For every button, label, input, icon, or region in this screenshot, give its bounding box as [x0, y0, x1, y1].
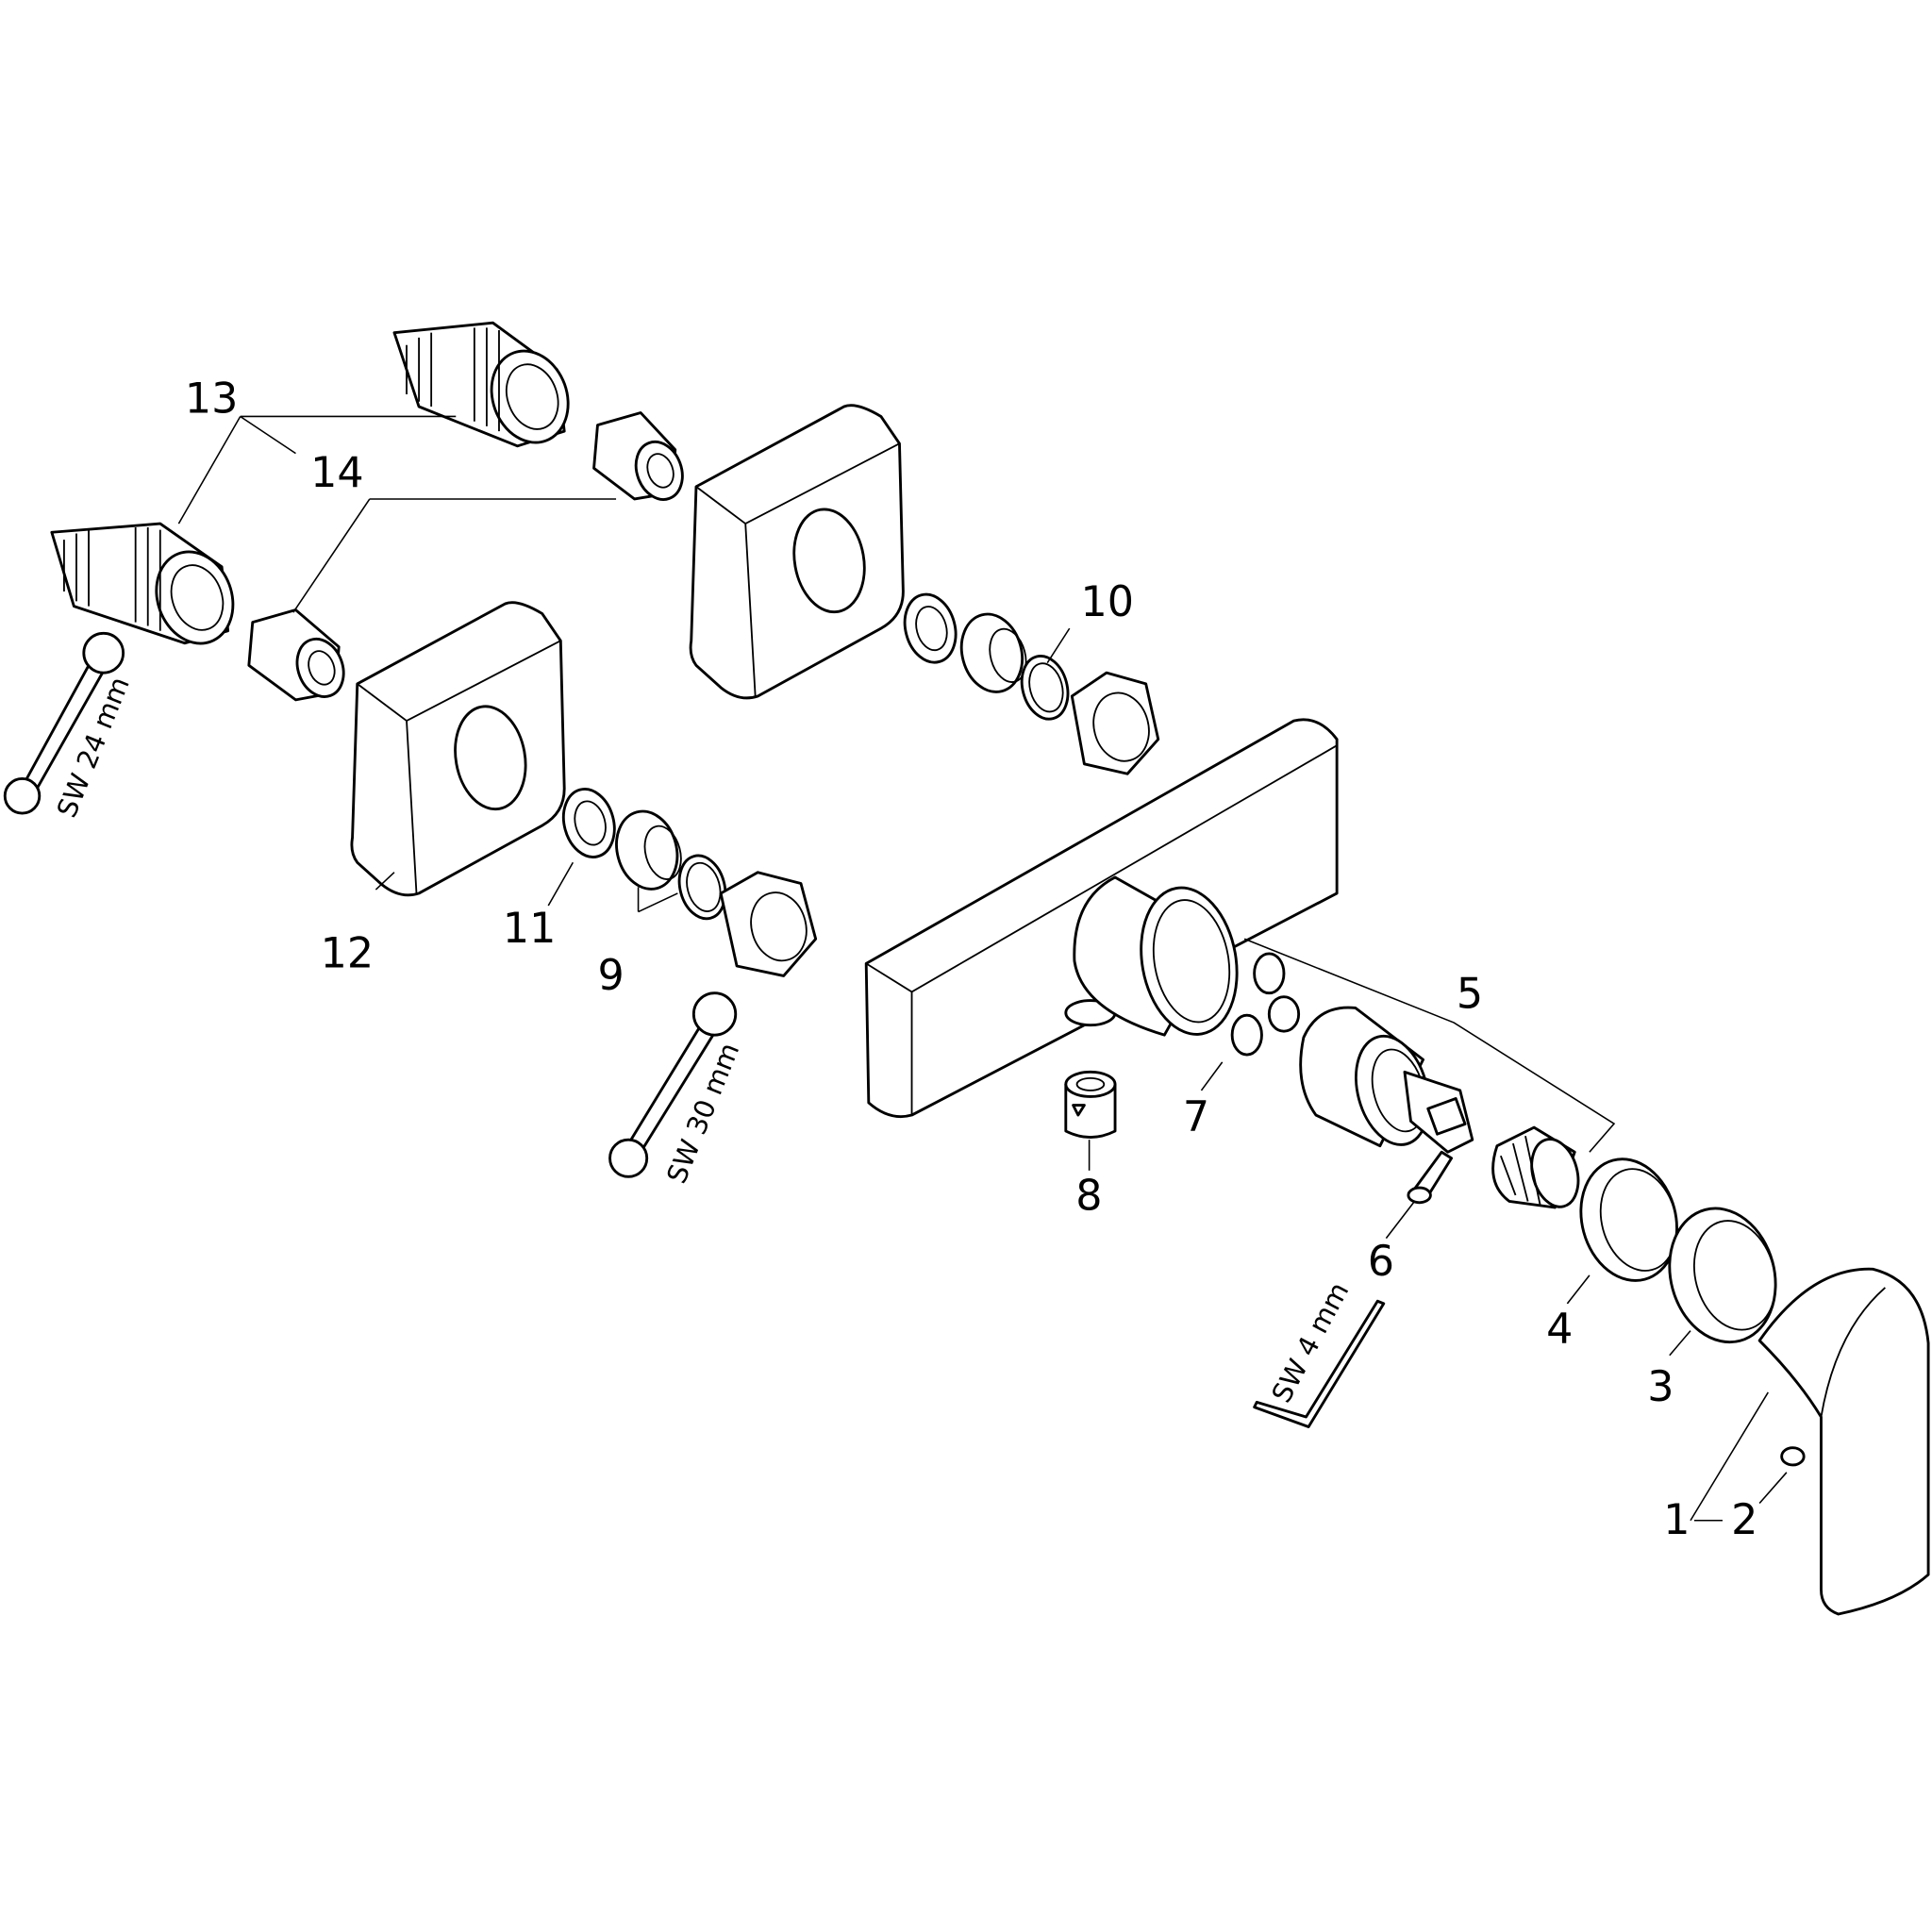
label-2: 2 — [1731, 1496, 1757, 1544]
label-14: 14 — [310, 449, 364, 497]
part-1-handle — [1757, 1267, 1930, 1616]
hex-key-sw4-icon: SW 4 mm — [1253, 1276, 1386, 1428]
part-labels: 1 2 3 4 5 6 7 8 9 10 11 12 13 14 — [185, 375, 1757, 1545]
part-8-insert — [1064, 1070, 1117, 1139]
part-3-rosette — [1668, 1207, 1777, 1344]
part-valve-body — [864, 718, 1339, 1119]
part-13-upper-connector — [392, 321, 570, 448]
part-13-lower-connector — [50, 522, 235, 645]
label-8: 8 — [1075, 1173, 1102, 1221]
part-12-lower-cover-plate — [350, 601, 566, 897]
label-12: 12 — [321, 929, 375, 977]
wrench-sw24-icon: SW 24 mm — [3, 631, 136, 823]
part-6-screw — [1407, 1150, 1454, 1205]
label-11: 11 — [503, 905, 557, 953]
part-4-ring — [1579, 1158, 1678, 1282]
arrow-icon — [1072, 1104, 1086, 1117]
part-7-o-rings — [1230, 952, 1301, 1057]
label-13: 13 — [185, 375, 239, 424]
label-4: 4 — [1546, 1306, 1573, 1354]
label-3: 3 — [1647, 1363, 1674, 1411]
part-2-grub-screw — [1780, 1446, 1806, 1467]
part-9-11-washer-nut-set — [561, 788, 818, 977]
part-cartridge-nut — [1491, 1125, 1580, 1209]
label-7: 7 — [1183, 1093, 1209, 1141]
part-14-lower-valve — [247, 608, 345, 702]
label-10: 10 — [1080, 578, 1134, 626]
part-10-washer-nut-set — [903, 592, 1160, 775]
part-14-upper-valve — [592, 411, 684, 501]
leader-lines — [177, 415, 1788, 1522]
hex-key-sw4-label: SW 4 mm — [1265, 1276, 1355, 1407]
wrench-sw24-label: SW 24 mm — [50, 673, 135, 823]
label-1: 1 — [1663, 1496, 1690, 1544]
wrench-sw30-icon: SW 30 mm — [608, 991, 745, 1188]
label-9: 9 — [597, 952, 624, 1000]
label-6: 6 — [1368, 1238, 1394, 1286]
part-upper-cover-plate — [689, 404, 905, 700]
part-5-cartridge — [1299, 1006, 1474, 1154]
wrench-sw30-label: SW 30 mm — [660, 1038, 745, 1188]
label-5: 5 — [1457, 970, 1483, 1018]
